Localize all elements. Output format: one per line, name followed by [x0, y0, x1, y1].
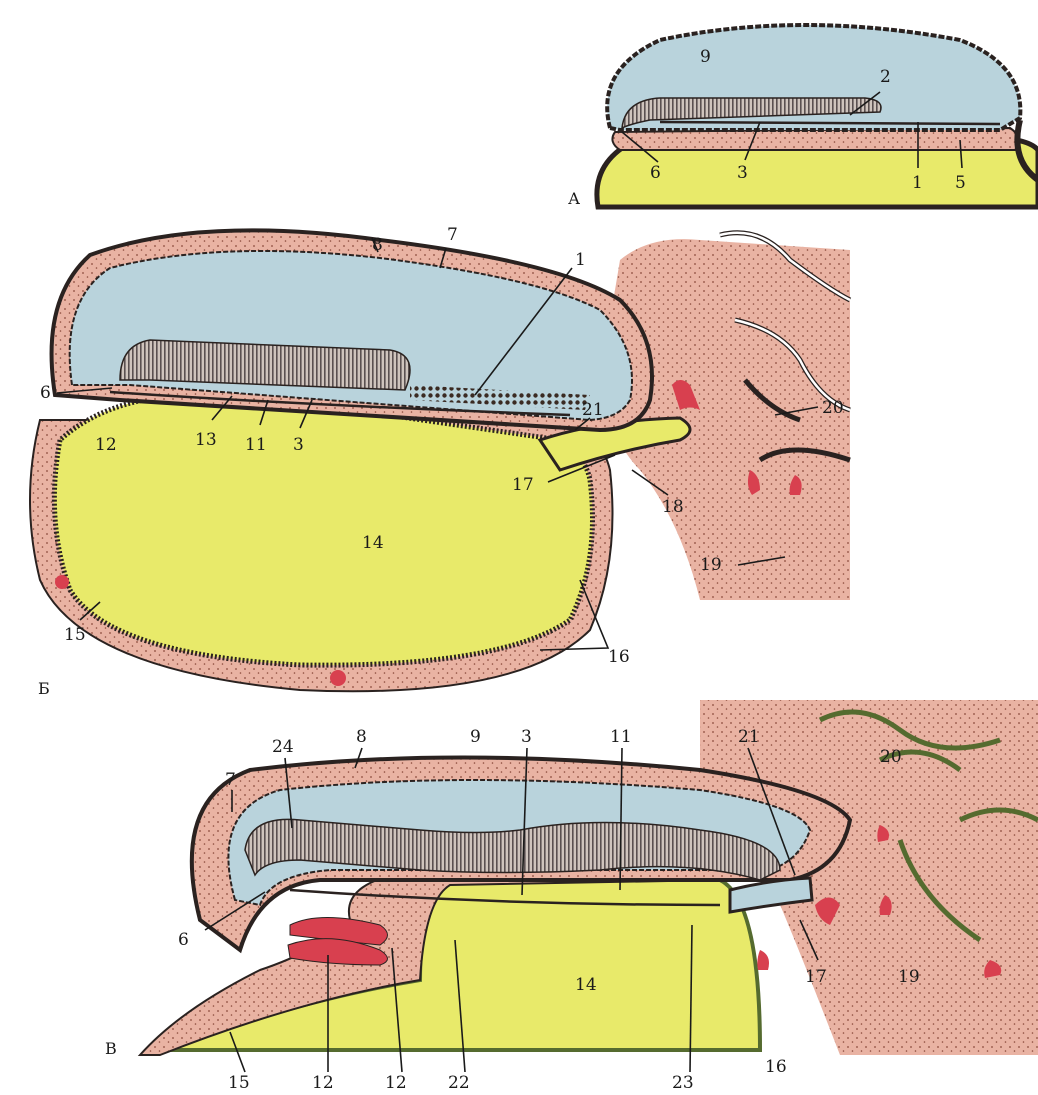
- label-b-11: 11: [245, 435, 267, 455]
- label-b-15: 15: [64, 625, 86, 645]
- label-b-8: 8: [372, 235, 383, 255]
- label-a-5: 5: [955, 173, 966, 193]
- panel-b-vessel-5: [330, 670, 346, 686]
- label-b-13: 13: [195, 430, 217, 450]
- label-b-1: 1: [575, 250, 586, 270]
- label-c-9: 9: [470, 727, 481, 747]
- label-a-9: 9: [700, 47, 711, 67]
- label-a-2: 2: [880, 67, 891, 87]
- label-c-15: 15: [228, 1073, 250, 1093]
- label-a-1: 1: [912, 173, 923, 193]
- panel-a-letter: А: [568, 189, 580, 208]
- label-c-12a: 12: [312, 1073, 334, 1093]
- panel-b-letter: Б: [38, 679, 50, 698]
- label-c-20: 20: [880, 747, 902, 767]
- label-b-18: 18: [662, 497, 684, 517]
- panel-c-vessel-4: [757, 950, 769, 970]
- label-c-19: 19: [898, 967, 920, 987]
- label-b-17: 17: [512, 475, 534, 495]
- label-c-24: 24: [272, 737, 294, 757]
- label-c-14: 14: [575, 975, 597, 995]
- label-c-6: 6: [178, 930, 189, 950]
- label-b-3: 3: [293, 435, 304, 455]
- label-b-19: 19: [700, 555, 722, 575]
- panel-b-yolk-sac: [54, 393, 592, 665]
- label-b-21: 21: [582, 400, 604, 420]
- panel-a: [597, 25, 1038, 207]
- label-c-8: 8: [356, 727, 367, 747]
- label-c-23: 23: [672, 1073, 694, 1093]
- label-c-12b: 12: [385, 1073, 407, 1093]
- panel-b-vessel-4: [55, 575, 69, 589]
- panel-c-letter: В: [105, 1039, 117, 1058]
- label-c-11: 11: [610, 727, 632, 747]
- label-c-17: 17: [805, 967, 827, 987]
- label-a-3: 3: [737, 163, 748, 183]
- label-c-7: 7: [225, 770, 236, 790]
- label-c-3: 3: [521, 727, 532, 747]
- label-b-16: 16: [608, 647, 630, 667]
- label-c-22: 22: [448, 1073, 470, 1093]
- label-b-20: 20: [822, 398, 844, 418]
- label-b-12: 12: [95, 435, 117, 455]
- label-c-16: 16: [765, 1057, 787, 1077]
- label-b-14: 14: [362, 533, 384, 553]
- panel-b: [30, 230, 850, 691]
- label-b-7: 7: [447, 225, 458, 245]
- label-b-6: 6: [40, 383, 51, 403]
- label-a-6: 6: [650, 163, 661, 183]
- label-c-21: 21: [738, 727, 760, 747]
